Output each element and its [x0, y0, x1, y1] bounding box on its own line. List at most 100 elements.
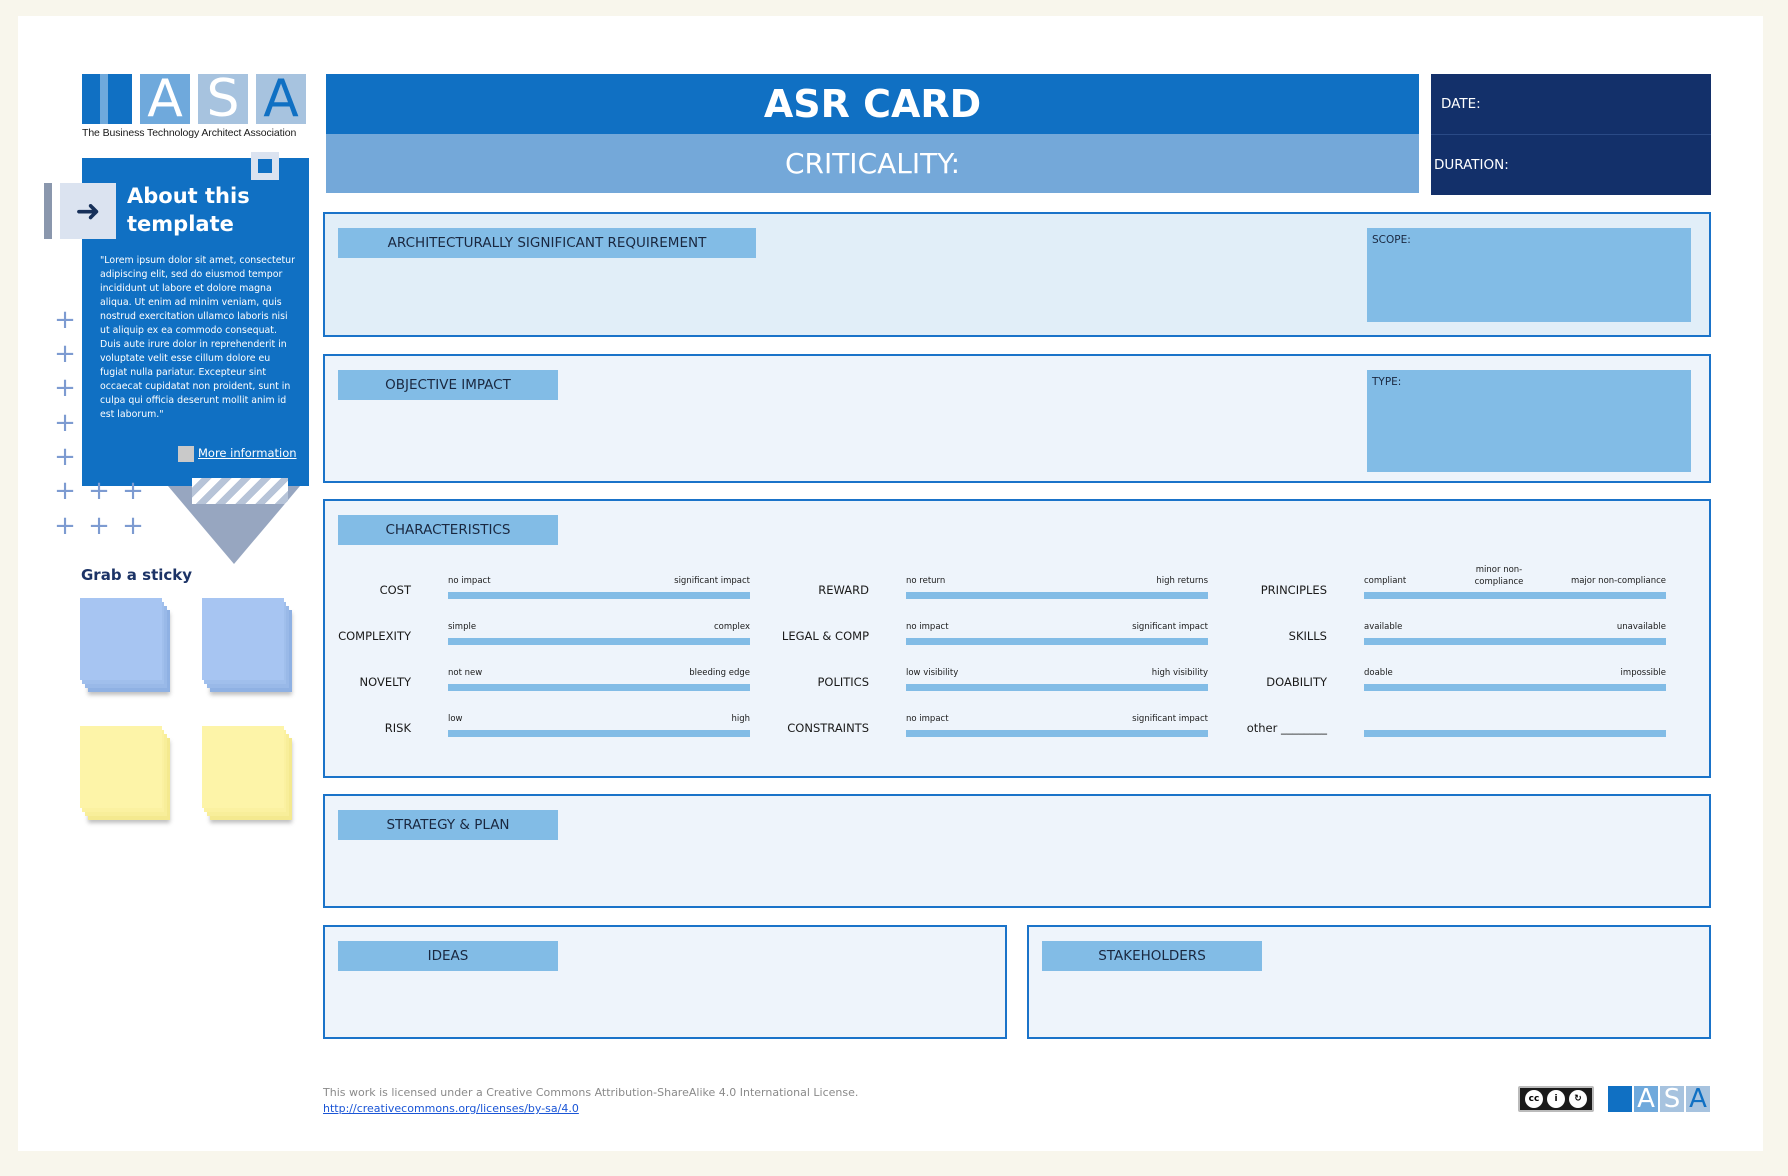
- sticky-note-yellow[interactable]: [80, 726, 170, 820]
- logo-tile-a2: A: [1686, 1086, 1710, 1112]
- characteristic-label: RISK: [384, 721, 411, 735]
- characteristic-scale-bar[interactable]: [1364, 592, 1666, 599]
- sa-icon: ↻: [1569, 1090, 1587, 1108]
- scale-max-label: significant impact: [674, 576, 750, 586]
- characteristic-label: DOABILITY: [1266, 675, 1327, 689]
- plus-icon: +: [88, 511, 110, 541]
- ideas-tag: IDEAS: [338, 941, 558, 971]
- plus-icon: +: [54, 305, 76, 335]
- scale-max-label: high returns: [1156, 576, 1208, 586]
- about-title: About this template: [127, 184, 250, 236]
- logo-tile-i: [82, 74, 132, 124]
- characteristic-scale-bar[interactable]: [1364, 730, 1666, 737]
- corner-square-inner: [258, 159, 272, 173]
- license-link[interactable]: http://creativecommons.org/licenses/by-s…: [323, 1102, 579, 1115]
- about-accent-bar: [44, 183, 52, 239]
- stripes-decoration: [192, 478, 288, 504]
- sticky-note-blue[interactable]: [202, 598, 292, 692]
- ideas-panel[interactable]: IDEAS: [323, 925, 1007, 1039]
- meta-box: DATE: DURATION:: [1431, 74, 1711, 195]
- characteristic-label: SKILLS: [1288, 629, 1327, 643]
- duration-label: DURATION:: [1434, 157, 1509, 173]
- logo-tile-s: S: [1660, 1086, 1684, 1112]
- more-information-link[interactable]: More information: [198, 446, 297, 460]
- scale-max-label: impossible: [1620, 668, 1666, 678]
- about-body: "Lorem ipsum dolor sit amet, consectetur…: [100, 255, 295, 420]
- scale-max-label: significant impact: [1132, 714, 1208, 724]
- characteristics-tag: CHARACTERISTICS: [338, 515, 558, 545]
- characteristic-label: PRINCIPLES: [1260, 583, 1327, 597]
- strategy-panel[interactable]: STRATEGY & PLAN: [323, 794, 1711, 908]
- asr-panel[interactable]: ARCHITECTURALLY SIGNIFICANT REQUIREMENT …: [323, 212, 1711, 337]
- arrow-right-icon: ➜: [60, 183, 116, 239]
- characteristic-label: NOVELTY: [359, 675, 411, 689]
- card-title: ASR CARD: [326, 74, 1419, 134]
- characteristic-label: LEGAL & COMP: [781, 629, 869, 643]
- about-template-card: About this template "Lorem ipsum dolor s…: [82, 158, 309, 486]
- license-text: This work is licensed under a Creative C…: [323, 1086, 859, 1099]
- characteristic-scale-bar[interactable]: [448, 684, 750, 691]
- criticality-field[interactable]: CRITICALITY:: [326, 134, 1419, 193]
- characteristic-scale-bar[interactable]: [906, 592, 1208, 599]
- characteristic-scale-bar[interactable]: [1364, 684, 1666, 691]
- logo-tile-a2: A: [256, 74, 306, 124]
- objective-tag: OBJECTIVE IMPACT: [338, 370, 558, 400]
- by-icon: i: [1547, 1090, 1565, 1108]
- sticky-note-blue[interactable]: [80, 598, 170, 692]
- logo-tile-i: [1608, 1086, 1632, 1112]
- date-label: DATE:: [1441, 96, 1481, 112]
- characteristic-scale-bar[interactable]: [448, 592, 750, 599]
- iasa-logo-small: A S A: [1608, 1086, 1712, 1116]
- scale-max-label: high: [731, 714, 750, 724]
- scale-mid-label: minor non-compliance: [1474, 565, 1524, 587]
- scale-min-label: no return: [906, 576, 946, 586]
- plus-icon: +: [54, 476, 76, 506]
- characteristic-scale-bar[interactable]: [448, 730, 750, 737]
- scale-max-label: unavailable: [1616, 622, 1666, 632]
- characteristic-scale-bar[interactable]: [448, 638, 750, 645]
- scope-box[interactable]: SCOPE:: [1367, 228, 1691, 322]
- characteristic-label: CONSTRAINTS: [787, 721, 869, 735]
- scale-min-label: low: [448, 714, 463, 724]
- characteristic-label: POLITICS: [817, 675, 869, 689]
- plus-icon: +: [88, 476, 110, 506]
- scale-max-label: bleeding edge: [689, 668, 750, 678]
- plus-icon: +: [122, 476, 144, 506]
- scale-min-label: not new: [448, 668, 483, 678]
- cc-icon: cc: [1525, 1090, 1543, 1108]
- logo-tile-a: A: [1634, 1086, 1658, 1112]
- iasa-logo: A S A The Business Technology Architect …: [82, 74, 310, 144]
- sticky-note-yellow[interactable]: [202, 726, 292, 820]
- logo-tile-s: S: [198, 74, 248, 124]
- grab-sticky-title: Grab a sticky: [81, 566, 193, 584]
- scale-min-label: simple: [448, 622, 477, 632]
- scale-max-label: major non-compliance: [1570, 576, 1666, 586]
- characteristic-scale-bar[interactable]: [1364, 638, 1666, 645]
- scale-min-label: no impact: [906, 714, 949, 724]
- characteristic-label: REWARD: [818, 583, 869, 597]
- type-box[interactable]: TYPE:: [1367, 370, 1691, 472]
- objective-panel[interactable]: OBJECTIVE IMPACT TYPE:: [323, 354, 1711, 483]
- scale-max-label: complex: [713, 622, 750, 632]
- plus-icon: +: [54, 408, 76, 438]
- asr-tag: ARCHITECTURALLY SIGNIFICANT REQUIREMENT: [338, 228, 756, 258]
- info-icon: [178, 446, 194, 462]
- plus-icon: +: [54, 442, 76, 472]
- characteristics-panel: CHARACTERISTICS COST no impact significant…: [323, 499, 1711, 778]
- characteristic-label: other ________: [1246, 721, 1327, 735]
- scale-min-label: no impact: [906, 622, 949, 632]
- date-field[interactable]: DATE:: [1431, 74, 1711, 134]
- characteristic-label: COMPLEXITY: [338, 629, 411, 643]
- stakeholders-panel[interactable]: STAKEHOLDERS: [1027, 925, 1711, 1039]
- duration-field[interactable]: DURATION:: [1431, 134, 1711, 194]
- logo-subtitle: The Business Technology Architect Associ…: [82, 127, 297, 139]
- characteristic-scale-bar[interactable]: [906, 684, 1208, 691]
- characteristic-label: COST: [379, 583, 411, 597]
- scale-max-label: high visibility: [1151, 668, 1208, 678]
- scale-max-label: significant impact: [1132, 622, 1208, 632]
- cc-license-badge[interactable]: cc i ↻: [1518, 1086, 1594, 1112]
- characteristic-scale-bar[interactable]: [906, 638, 1208, 645]
- scale-min-label: available: [1364, 622, 1403, 632]
- characteristic-scale-bar[interactable]: [906, 730, 1208, 737]
- scale-min-label: no impact: [448, 576, 491, 586]
